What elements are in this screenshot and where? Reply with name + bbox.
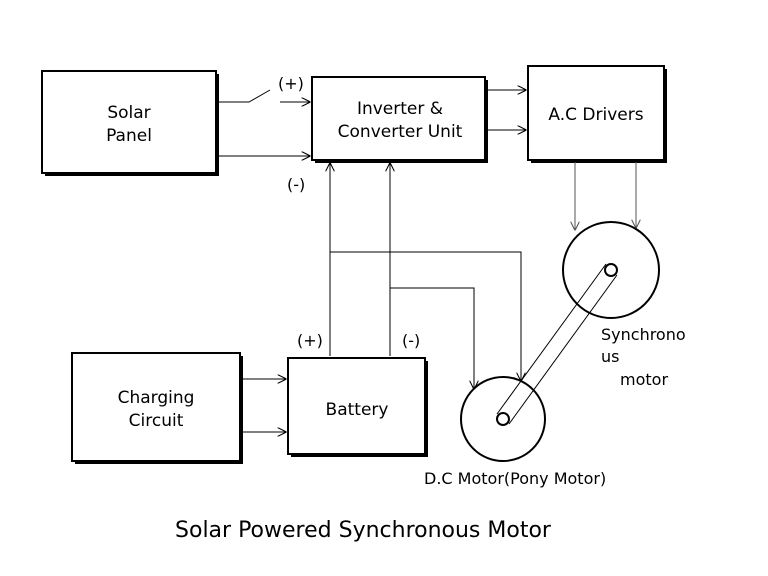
charging-circuit-label-line2: Circuit [129,411,184,431]
battery-block: Battery [287,357,428,457]
solar-to-inverter-wires [218,89,310,156]
battery-minus-label: (-) [402,331,420,350]
dc-motor-feed-2 [390,287,474,389]
sync-motor-label-line2: us [601,347,619,366]
charging-circuit-block: Charging Circuit [71,352,243,464]
dc-motor-feed-1 [330,251,521,381]
battery-to-inverter-wires [330,163,390,356]
solar-plus-label: (+) [278,74,304,93]
solar-minus-label: (-) [287,175,305,194]
solar-panel-label-line1: Solar [107,103,150,123]
sync-motor-label-line3: motor [620,370,668,389]
coupling-rod [496,263,618,426]
ac-to-sync-motor-wires [575,162,636,230]
inverter-to-ac-drivers-wires [487,90,526,130]
inverter-label-line2: Converter Unit [338,122,463,142]
solar-panel-label-line2: Panel [106,126,152,146]
switch-blade [218,89,271,103]
inverter-label-line1: Inverter & [357,99,443,119]
sync-motor-label-line1: Synchrono [601,325,686,344]
inverter-converter-block: Inverter & Converter Unit [311,76,488,163]
battery-to-dc-motor-wires [330,251,521,389]
battery-plus-label: (+) [297,331,323,350]
battery-label: Battery [326,400,389,420]
charging-to-battery-wires [242,379,286,432]
ac-drivers-block: A.C Drivers [527,65,667,163]
charging-circuit-label-line1: Charging [118,388,195,408]
dc-motor-label: D.C Motor(Pony Motor) [424,469,606,488]
dc-motor-hub [496,412,510,426]
ac-drivers-label: A.C Drivers [548,105,643,125]
sync-motor-hub [604,263,618,277]
solar-panel-block: Solar Panel [41,70,219,176]
diagram-title: Solar Powered Synchronous Motor [175,518,552,543]
